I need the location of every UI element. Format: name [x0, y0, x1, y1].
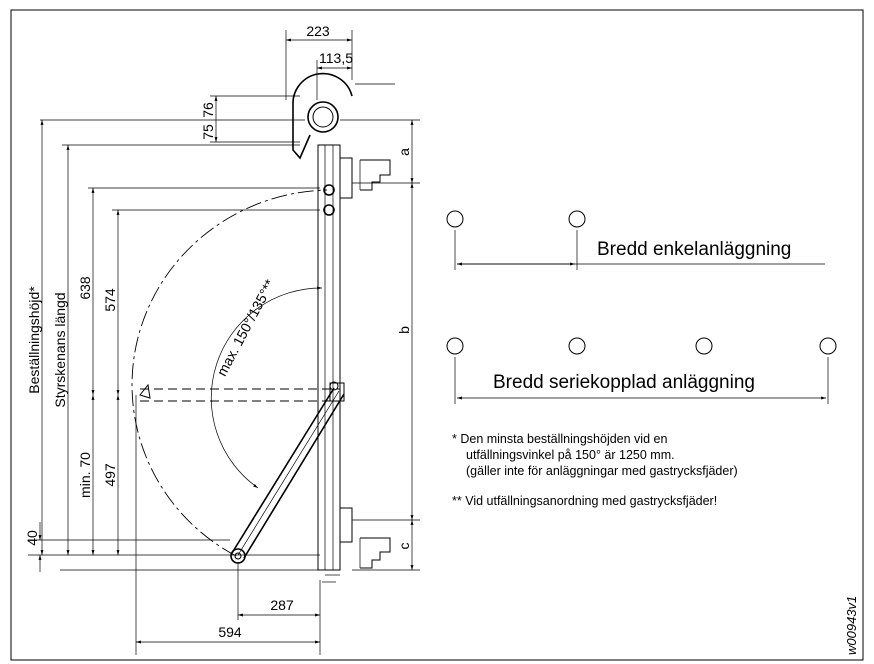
note1-line1: * Den minsta beställningshöjden vid en [452, 432, 667, 446]
label-rail-length: Styrskenans längd [52, 292, 68, 407]
guide-rail [317, 144, 391, 583]
swing-arm: max. 150°/135°** [131, 189, 345, 564]
left-dimensions: Beställningshöjd* Styrskenans längd 638 … [24, 119, 340, 572]
dim-574: 574 [102, 288, 118, 312]
label-max-angle: max. 150°/135°** [213, 276, 278, 378]
single-circle-1 [446, 210, 464, 228]
dim-287: 287 [270, 597, 294, 613]
series-circle-4 [819, 337, 837, 355]
single-circle-2 [568, 210, 586, 228]
label-single-width: Bredd enkelanläggning [597, 239, 791, 260]
width-legend: Bredd enkelanläggning Bredd seriekopplad… [446, 210, 837, 404]
dim-638: 638 [77, 276, 93, 300]
label-order-height: Beställningshöjd* [26, 286, 42, 394]
drawing-border [10, 9, 864, 661]
label-series-width: Bredd seriekopplad anläggning [493, 372, 755, 393]
dim-40: 40 [24, 530, 40, 546]
note2: ** Vid utfällningsanordning med gastryck… [452, 494, 717, 508]
note1-line2: utfällningsvinkel på 150° är 1250 mm. [466, 448, 675, 462]
note1-line3: (gäller inte för anläggningar med gastry… [466, 464, 738, 478]
drawing-code: w00943v1 [844, 596, 859, 655]
dim-113-5: 113,5 [319, 50, 353, 66]
dim-b: b [396, 326, 412, 334]
right-dimensions: a b c [340, 119, 420, 571]
dim-a: a [396, 148, 412, 156]
drum-head: 76 75 [200, 72, 353, 160]
dim-75: 75 [200, 124, 216, 140]
bottom-dimensions: 287 594 [135, 395, 321, 655]
dim-c: c [396, 543, 412, 550]
dim-76: 76 [200, 102, 216, 118]
dim-223: 223 [306, 23, 330, 39]
series-circle-3 [695, 337, 713, 355]
dim-497: 497 [102, 463, 118, 487]
series-circle-1 [446, 337, 464, 355]
series-circle-2 [568, 337, 586, 355]
dim-594: 594 [218, 624, 242, 640]
footnotes: * Den minsta beställningshöjden vid en u… [452, 432, 738, 508]
dim-min70: min. 70 [77, 452, 93, 498]
top-dimensions: 223 113,5 [285, 23, 395, 100]
